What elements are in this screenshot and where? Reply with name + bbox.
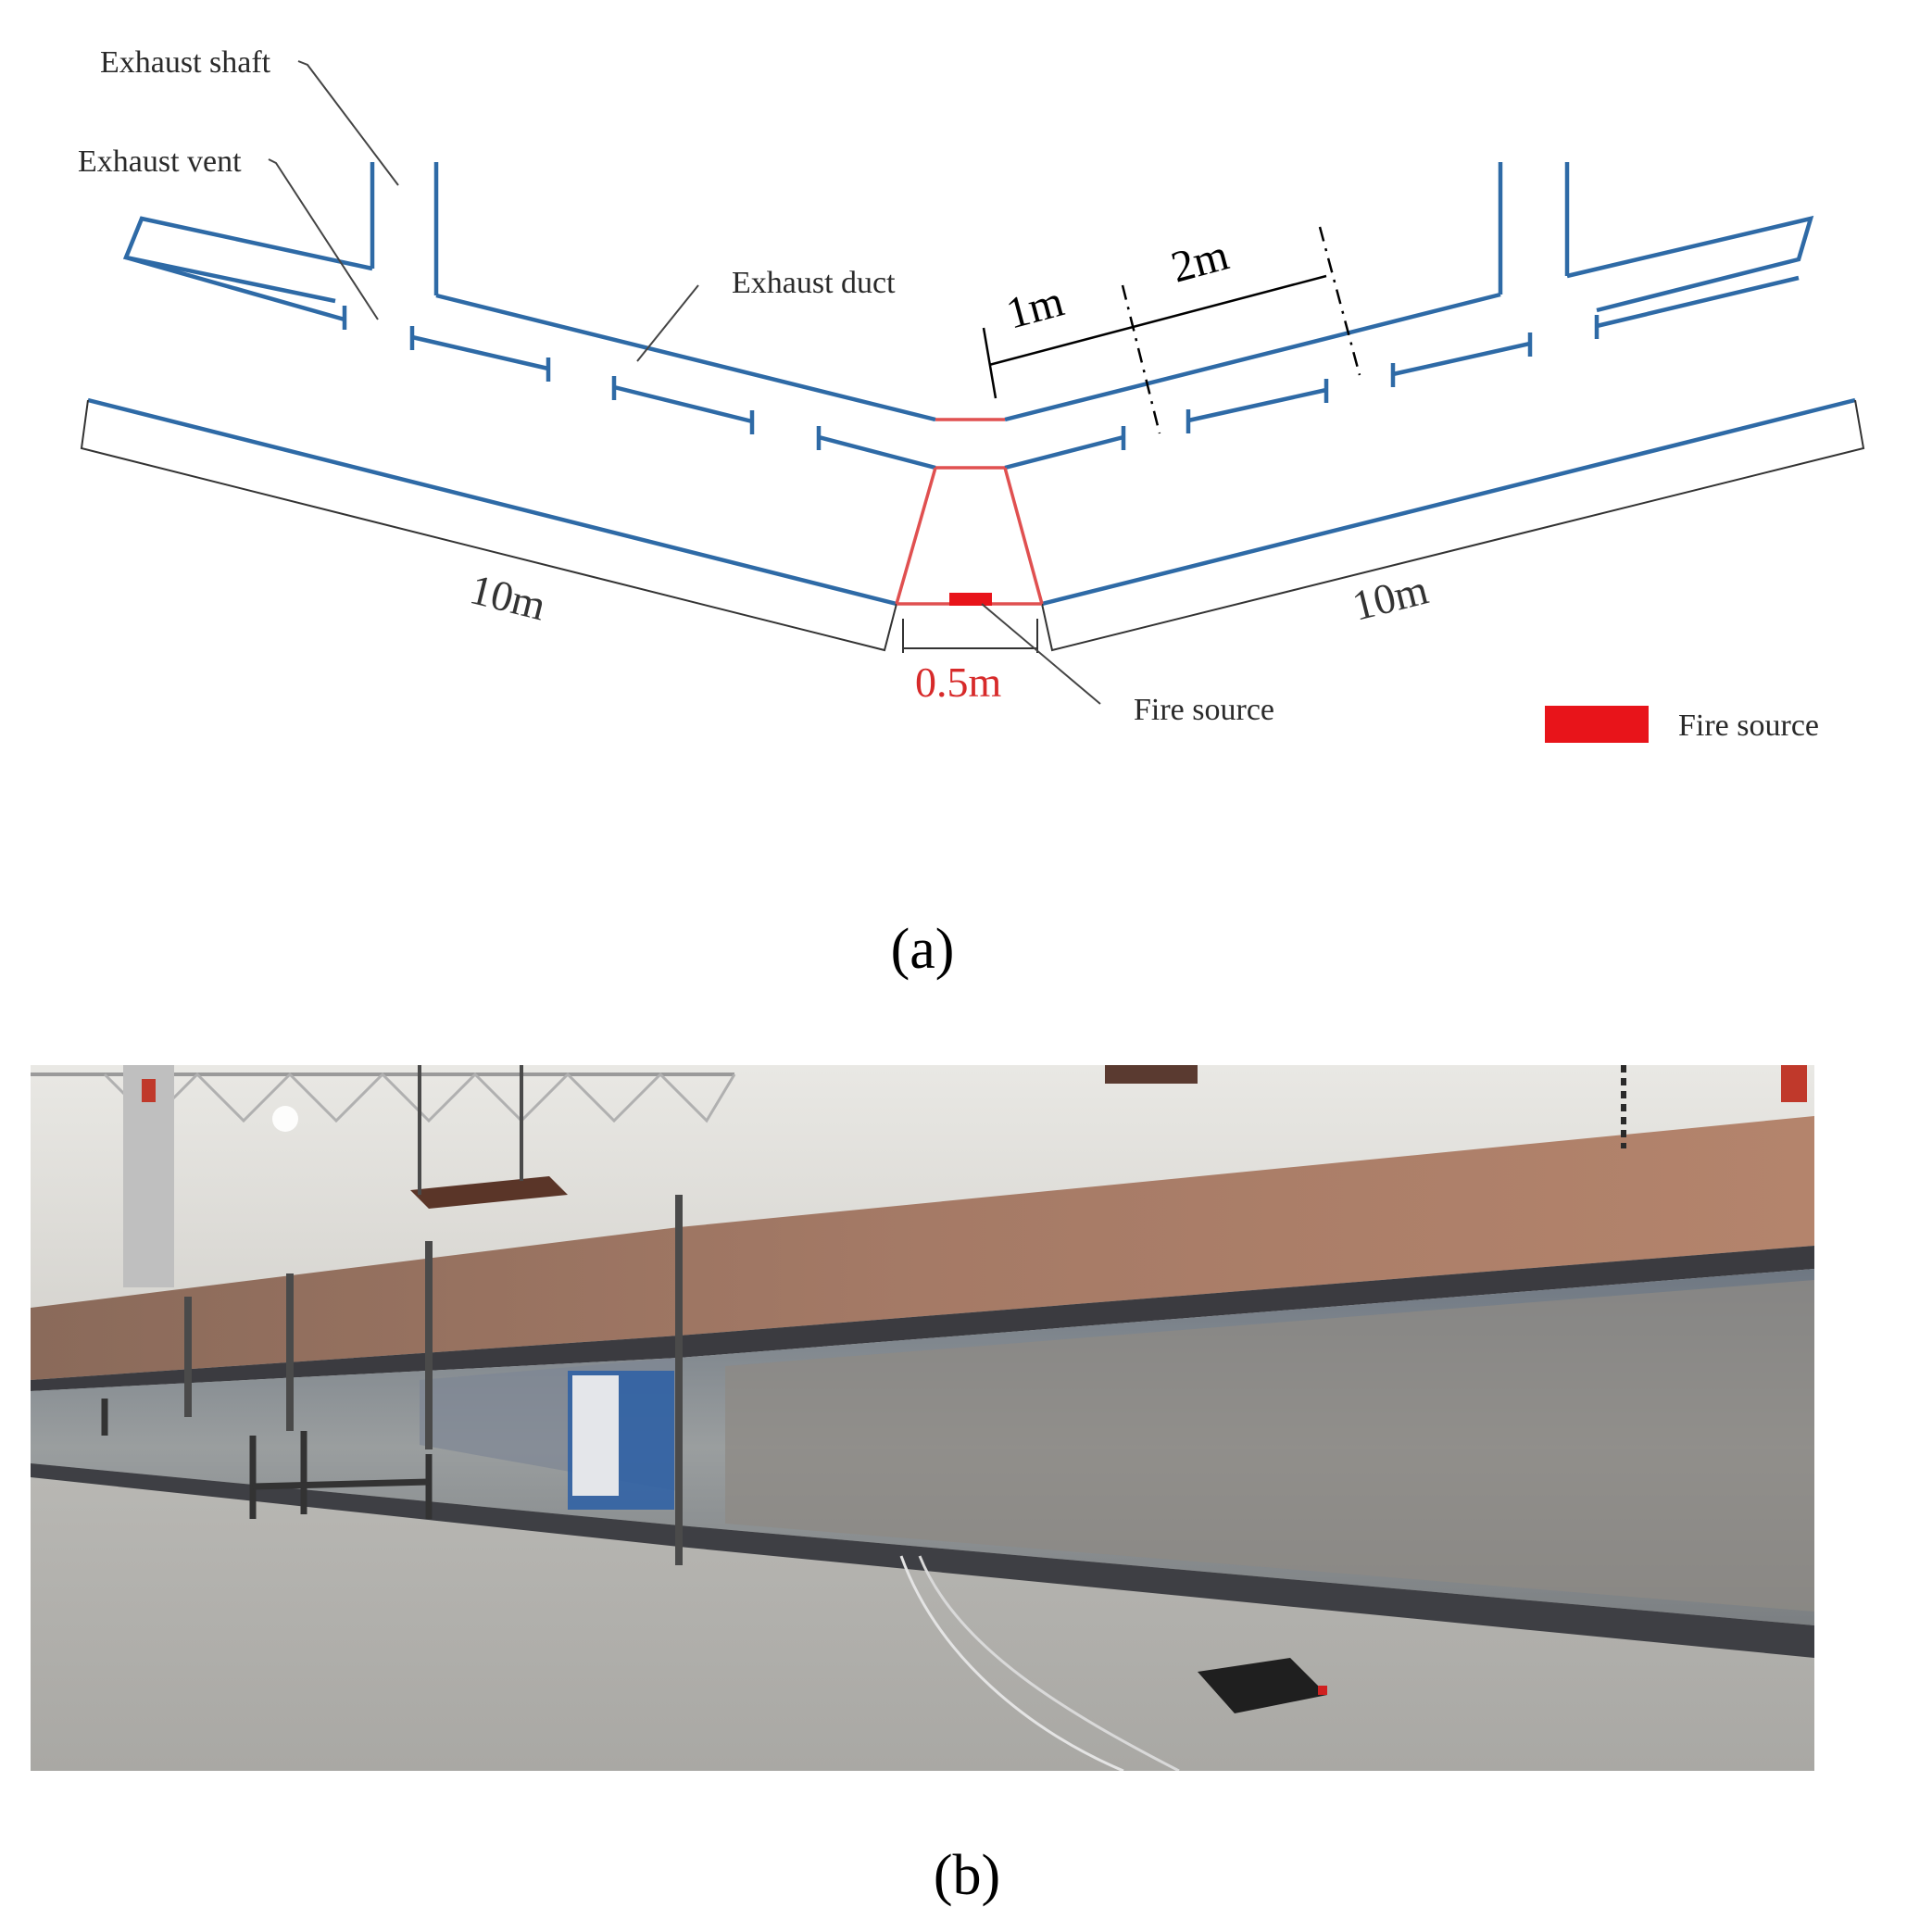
spacing-dimensions: [982, 226, 1361, 434]
fire-source-label: Fire source: [1134, 693, 1274, 727]
tunnel-left-blue: [87, 397, 897, 607]
fire-source-block: [949, 593, 992, 606]
experiment-photo: [31, 1065, 1814, 1771]
duct-upper-left-top: [435, 293, 936, 422]
duct-right-end: [1566, 215, 1814, 313]
legend: Fire source: [1545, 706, 1819, 743]
tunnel-right-outline: [1041, 399, 1865, 652]
center-width-label: 0.5m: [915, 659, 1002, 706]
exhaust-vent-label: Exhaust vent: [78, 144, 242, 179]
width-dimension: [902, 619, 1038, 653]
left-length-label: 10m: [466, 565, 551, 629]
legend-label: Fire source: [1678, 709, 1819, 743]
fire-zone: [895, 418, 1044, 606]
exhaust-vents: [125, 255, 1800, 470]
leader-lines: [268, 60, 1101, 705]
tunnel-right-blue: [1041, 397, 1856, 607]
spacing-2m-label: 2m: [1166, 231, 1234, 293]
caption-a: (a): [891, 918, 955, 981]
caption-b: (b): [934, 1844, 1000, 1907]
tunnel: [80, 397, 1865, 652]
exhaust-duct: [122, 162, 1814, 422]
exhaust-shaft-label: Exhaust shaft: [100, 45, 271, 80]
tunnel-left-outline: [80, 399, 897, 652]
duct-upper-right-top: [1004, 292, 1501, 422]
legend-swatch: [1545, 706, 1649, 743]
right-length-label: 10m: [1348, 565, 1433, 629]
duct-left-end: [122, 216, 373, 304]
schematic-panel: Exhaust shaft Exhaust vent Exhaust duct …: [78, 45, 1865, 743]
spacing-1m-label: 1m: [1001, 277, 1069, 339]
exhaust-duct-label: Exhaust duct: [732, 266, 896, 300]
